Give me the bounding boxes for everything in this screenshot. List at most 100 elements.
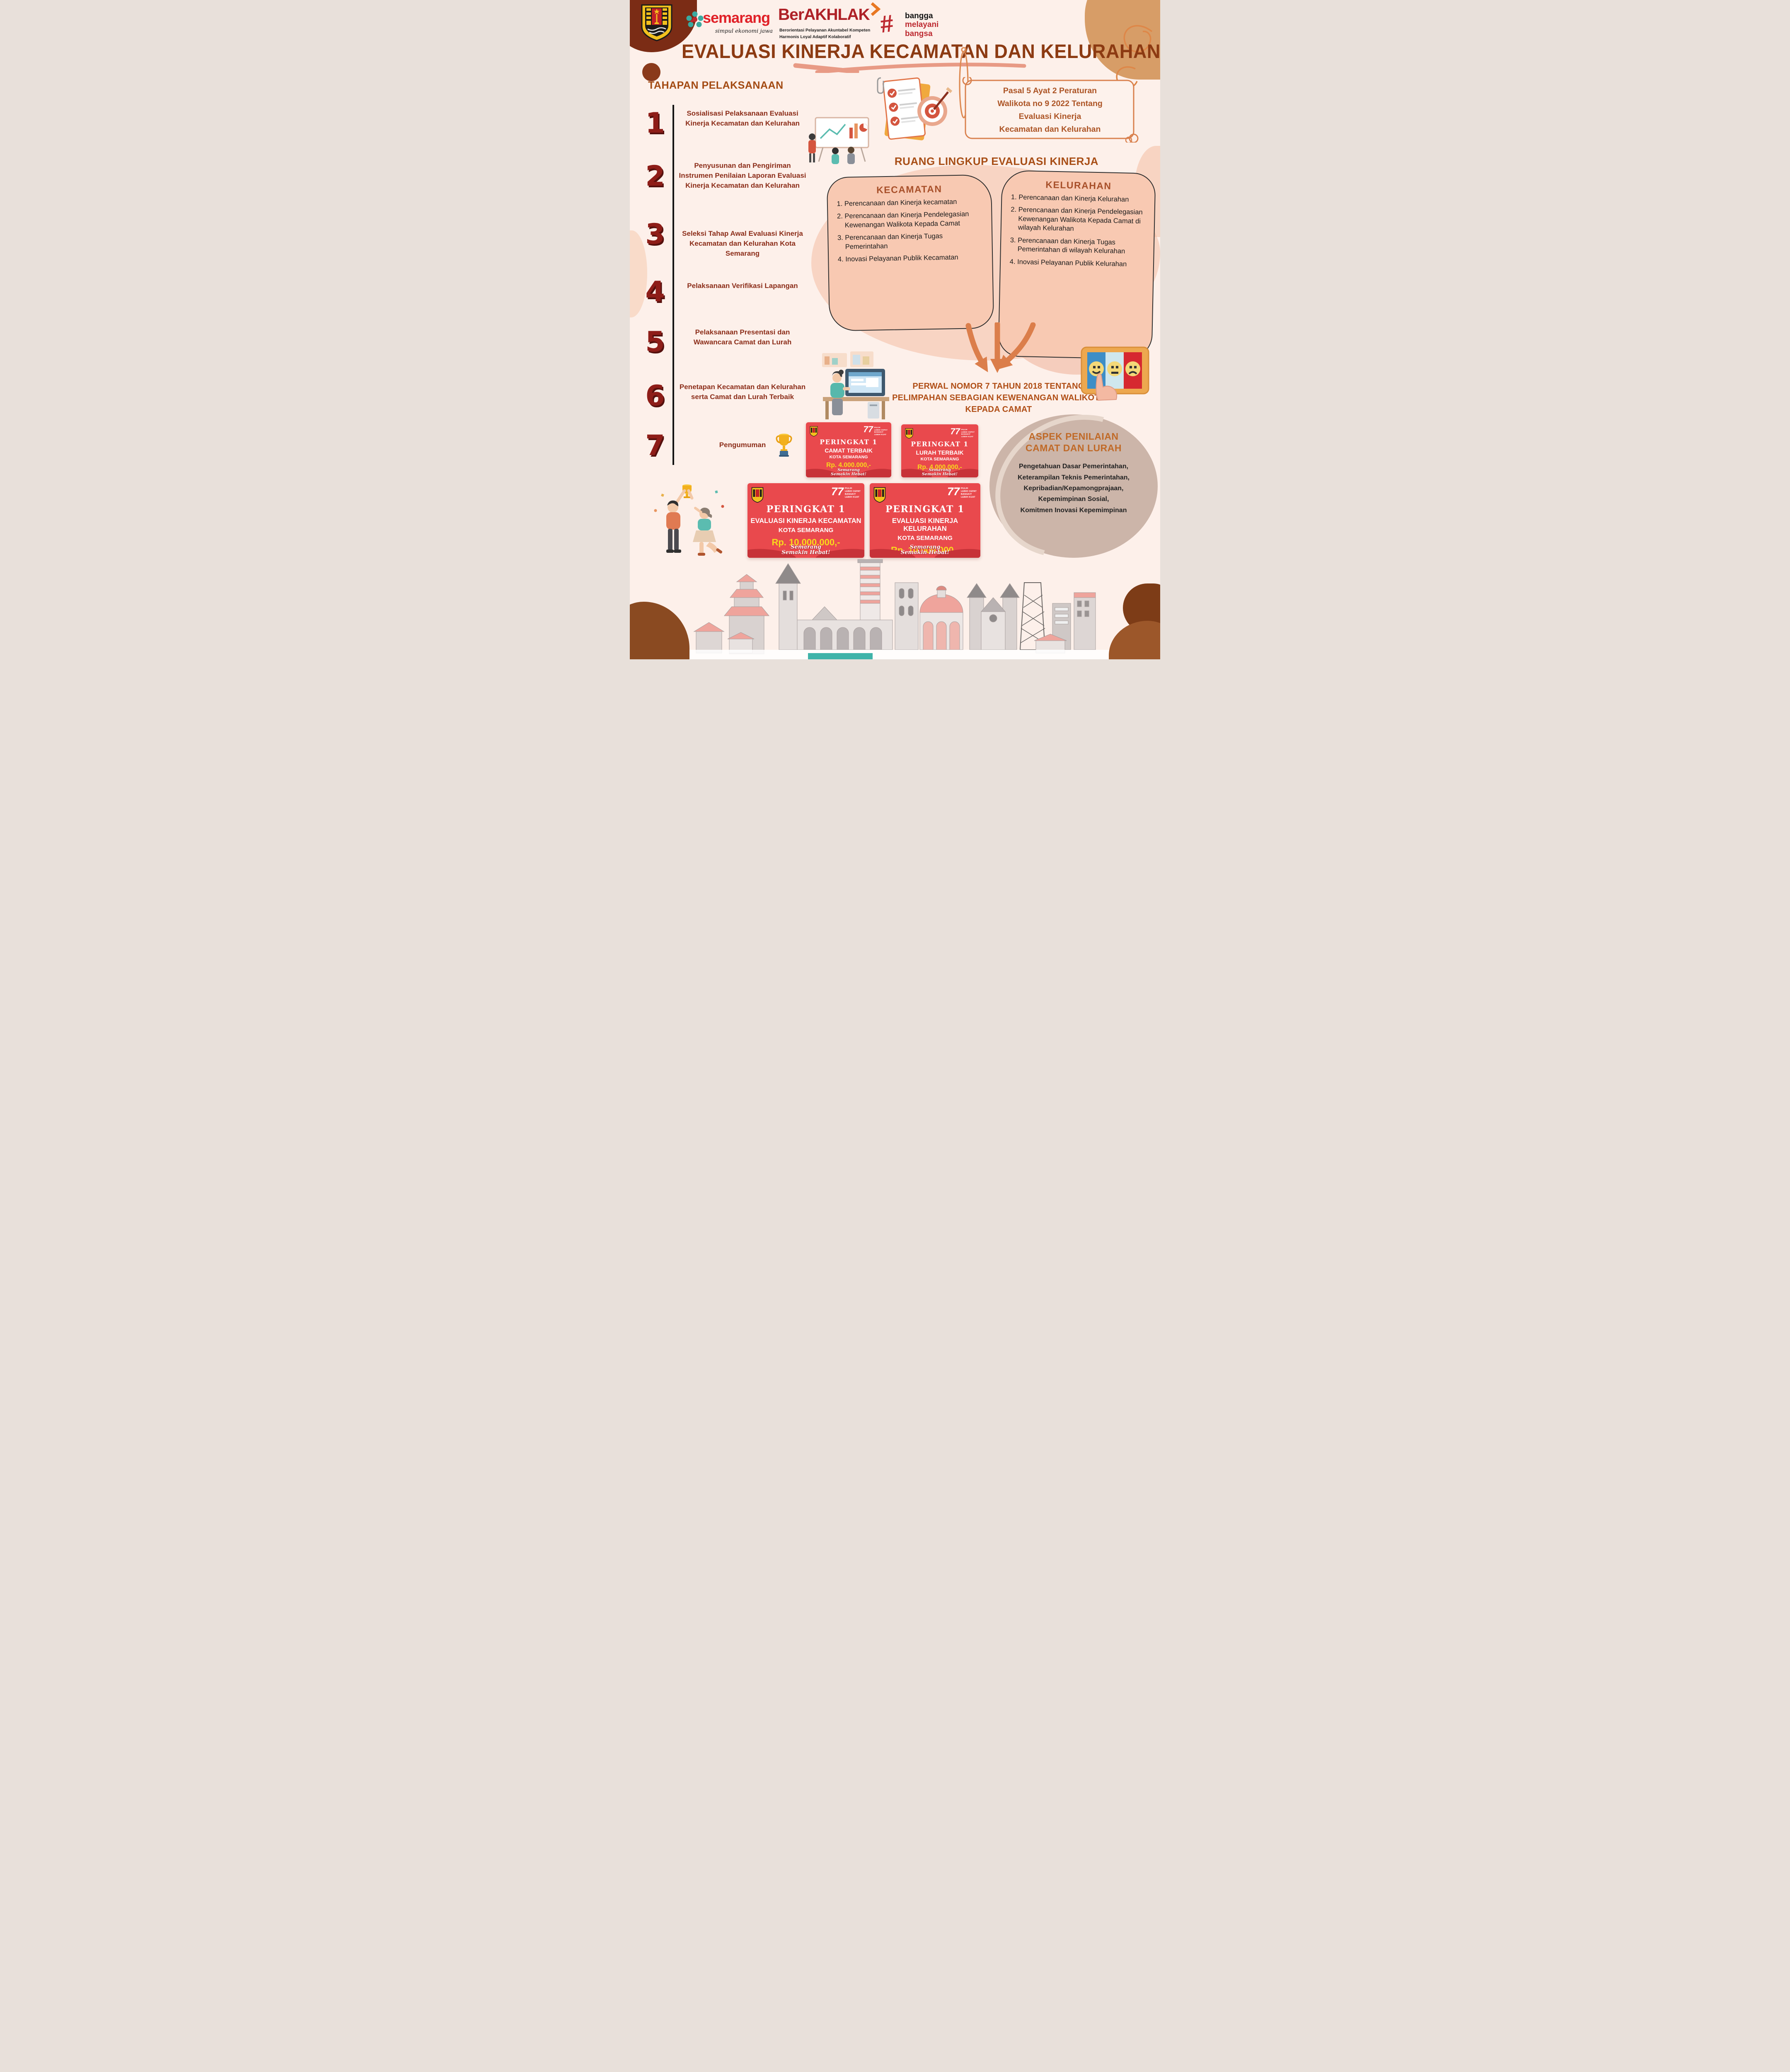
kelurahan-item: Perencanaan dan Kinerja Pendelegasian Ke… — [1018, 206, 1147, 235]
cert-category: EVALUASI KINERJA KECAMATAN — [750, 517, 861, 525]
hut-77-tagline: PULIH LEBIH CEPAT BANGKIT LEBIH KUAT — [960, 487, 977, 499]
infographic-poster: semarang simpul ekonomi jawa BerAKHLAK B… — [630, 0, 1160, 659]
cert-rank: PERINGKAT 1 — [766, 504, 846, 515]
kelurahan-item: Perencanaan dan Kinerja Kelurahan — [1018, 193, 1147, 205]
cert-category: EVALUASI KINERJA KELURAHAN — [892, 517, 958, 533]
teal-strip — [808, 653, 873, 659]
trophy-icon — [776, 433, 792, 457]
kecamatan-item: Perencanaan dan Kinerja Pendelegasian Ke… — [844, 210, 984, 230]
certificate-camat-terbaik: 77 PULIH LEBIH CEPAT BANGKIT LEBIH KUAT … — [806, 422, 891, 477]
cert-slogan: Semarang Semakin Hebat! — [781, 544, 830, 556]
cert-prize: Rp. 4.000.000,- — [917, 464, 962, 471]
hut-77-tagline: PULIH LEBIH CEPAT BANGKIT LEBIH KUAT — [844, 487, 861, 499]
computer-work-illustration — [822, 351, 889, 419]
semarang-flower-icon — [686, 11, 704, 27]
kecamatan-title: KECAMATAN — [876, 183, 942, 196]
kecamatan-list: Perencanaan dan Kinerja kecamatan Perenc… — [828, 197, 992, 264]
pasal-regulation-text: Pasal 5 Ayat 2 Peraturan Walikota no 9 2… — [997, 86, 1103, 134]
step-text-7: Pengumuman — [719, 441, 766, 449]
cert-prize: Rp. 10.000.000,- — [772, 537, 840, 547]
kecamatan-item: Inovasi Pelayanan Publik Kecamatan — [845, 253, 984, 264]
hashtag-icon: # — [878, 10, 895, 38]
berakhlak-subtitle-line1: Berorientasi Pelayanan Akuntabel Kompete… — [779, 28, 871, 33]
semarang-skyline-illustration — [630, 559, 1160, 659]
hut-77-number: 77 — [831, 485, 844, 498]
celebration-illustration — [654, 484, 724, 556]
tahapan-heading: TAHAPAN PELAKSANAAN — [648, 80, 784, 91]
melayani-word: melayani — [905, 20, 939, 29]
hut-77-tagline: PULIH LEBIH CEPAT BANGKIT LEBIH KUAT — [961, 428, 975, 438]
kecamatan-panel: KECAMATAN Perencanaan dan Kinerja kecama… — [826, 174, 994, 332]
down-arrows — [965, 322, 1036, 373]
kecamatan-item: Perencanaan dan Kinerja kecamatan — [844, 197, 984, 208]
semarang-logo-tagline: simpul ekonomi jawa — [715, 28, 773, 34]
kelurahan-item: Inovasi Pelayanan Publik Kelurahan — [1017, 258, 1146, 269]
aspek-body: Pengetahuan Dasar Pemerintahan, Keteramp… — [1017, 463, 1130, 514]
crest-mini-icon — [905, 428, 913, 439]
kelurahan-list: Perencanaan dan Kinerja Kelurahan Perenc… — [1001, 193, 1155, 269]
cert-category: LURAH TERBAIK — [916, 449, 964, 456]
crest-mini-icon — [751, 487, 764, 503]
kelurahan-title: KELURAHAN — [1045, 179, 1112, 191]
pasal-box-frame — [962, 77, 1139, 143]
hut-ri-77-logo: 77 PULIH LEBIH CEPAT BANGKIT LEBIH KUAT — [947, 486, 977, 499]
berakhlak-subtitle: Berorientasi Pelayanan Akuntabel Kompete… — [779, 27, 883, 41]
title-underline-swoosh — [793, 63, 1026, 73]
crest-mini-icon — [873, 487, 886, 503]
cert-city: KOTA SEMARANG — [920, 457, 959, 462]
page-title: EVALUASI KINERJA KECAMATAN DAN KELURAHAN — [682, 40, 1160, 63]
step-number-3: 3 — [645, 218, 665, 251]
cert-city: KOTA SEMARANG — [829, 455, 868, 460]
semarang-city-crest-icon — [641, 4, 672, 41]
perwal-regulation-text: PERWAL NOMOR 7 TAHUN 2018 TENTANG PELIMP… — [892, 382, 1105, 414]
berakhlak-logo-text: BerAKHLAK — [778, 6, 870, 24]
hut-77-tagline: PULIH LEBIH CEPAT BANGKIT LEBIH KUAT — [874, 426, 888, 436]
step-text-5: Pelaksanaan Presentasi dan Wawancara Cam… — [693, 328, 792, 346]
chevron-right-icon — [871, 2, 881, 16]
timeline-divider — [672, 105, 674, 465]
step-number-4: 4 — [645, 276, 665, 308]
step-number-2: 2 — [645, 160, 665, 193]
crest-mini-icon — [810, 426, 818, 437]
cert-prize: Rp. 4.000.000,- — [826, 462, 871, 469]
bangga-melayani-bangsa-logo: bangga melayani bangsa — [905, 12, 939, 38]
hut-77-number: 77 — [950, 427, 960, 436]
bangga-word: bangga — [905, 12, 933, 20]
step-text-3: Seleksi Tahap Awal Evaluasi Kinerja Keca… — [682, 230, 803, 258]
cert-slogan: Semarang Semakin Hebat! — [922, 468, 958, 477]
certificate-kelurahan-peringkat1: 77 PULIH LEBIH CEPAT BANGKIT LEBIH KUAT … — [870, 483, 980, 558]
step-text-6: Penetapan Kecamatan dan Kelurahan serta … — [679, 383, 806, 401]
cert-category: CAMAT TERBAIK — [825, 447, 873, 454]
semarang-logo-text: semarang — [703, 9, 770, 26]
step-number-1: 1 — [645, 107, 665, 140]
aspek-penilaian-circle: ASPEK PENILAIAN CAMAT DAN LURAH Pengetah… — [989, 414, 1158, 558]
hut-ri-77-logo: 77 PULIH LEBIH CEPAT BANGKIT LEBIH KUAT — [863, 425, 888, 436]
step-number-7: 7 — [645, 429, 665, 462]
bangsa-word: bangsa — [905, 29, 933, 38]
cert-rank: PERINGKAT 1 — [911, 440, 969, 448]
checklist-icon — [877, 77, 953, 140]
kelurahan-item: Perencanaan dan Kinerja Tugas Pemerintah… — [1018, 236, 1147, 257]
step-number-6: 6 — [645, 380, 665, 412]
certificate-lurah-terbaik: 77 PULIH LEBIH CEPAT BANGKIT LEBIH KUAT … — [901, 424, 978, 477]
presentation-illustration — [808, 117, 869, 164]
hut-77-number: 77 — [947, 485, 960, 498]
kecamatan-item: Perencanaan dan Kinerja Tugas Pemerintah… — [845, 231, 984, 252]
cert-slogan: Semarang Semakin Hebat! — [831, 468, 866, 477]
cert-city: KOTA SEMARANG — [897, 535, 953, 542]
step-text-4: Pelaksanaan Verifikasi Lapangan — [687, 282, 798, 290]
hut-ri-77-logo: 77 PULIH LEBIH CEPAT BANGKIT LEBIH KUAT — [950, 427, 975, 438]
aspek-heading: ASPEK PENILAIAN CAMAT DAN LURAH — [1026, 431, 1122, 453]
decorative-dot — [642, 63, 660, 81]
cert-rank: PERINGKAT 1 — [820, 438, 878, 446]
cert-city: KOTA SEMARANG — [778, 527, 834, 534]
cert-rank: PERINGKAT 1 — [885, 504, 965, 515]
cert-slogan: Semarang Semakin Hebat! — [900, 544, 950, 556]
ruang-lingkup-heading: RUANG LINGKUP EVALUASI KINERJA — [894, 155, 1099, 167]
hut-77-number: 77 — [863, 425, 873, 434]
feedback-faces-icon — [1081, 346, 1149, 401]
berakhlak-subtitle-line2: Harmonis Loyal Adaptif Kolaboratif — [779, 34, 851, 39]
certificate-kecamatan-peringkat1: 77 PULIH LEBIH CEPAT BANGKIT LEBIH KUAT … — [747, 483, 864, 558]
hut-ri-77-logo: 77 PULIH LEBIH CEPAT BANGKIT LEBIH KUAT — [831, 486, 861, 499]
step-text-2: Penyusunan dan Pengiriman Instrumen Peni… — [679, 162, 806, 190]
